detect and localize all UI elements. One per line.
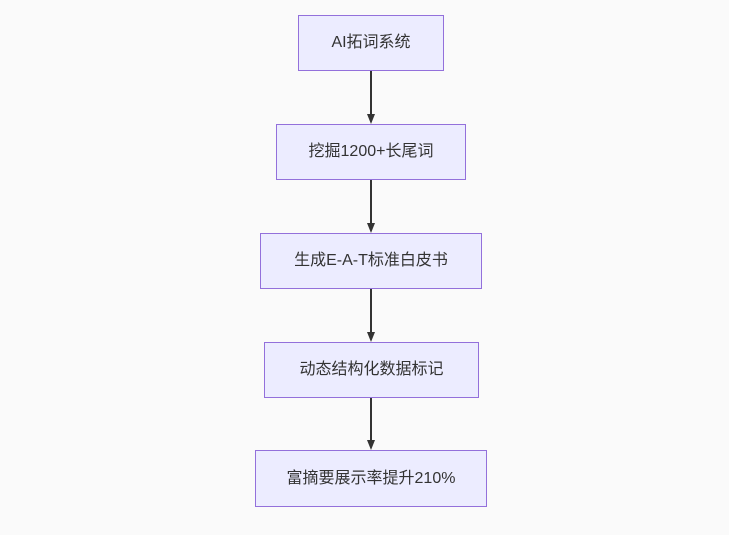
flow-node-3-label: 生成E-A-T标准白皮书 [294,252,448,269]
flow-node-4: 动态结构化数据标记 [264,342,479,398]
arrowhead-down-icon [367,440,375,450]
arrow-line [370,289,372,333]
flow-node-1: AI拓词系统 [298,15,444,71]
flow-node-4-label: 动态结构化数据标记 [299,361,444,378]
flow-node-2: 挖掘1200+长尾词 [276,124,466,180]
flow-arrow-2 [366,180,376,233]
arrow-line [370,71,372,115]
flow-arrow-4 [366,398,376,450]
arrow-line [370,398,372,441]
arrowhead-down-icon [367,223,375,233]
flow-arrow-1 [366,71,376,124]
flow-node-1-label: AI拓词系统 [331,34,411,51]
flow-node-5: 富摘要展示率提升210% [255,450,487,507]
arrowhead-down-icon [367,332,375,342]
flow-node-2-label: 挖掘1200+长尾词 [308,143,434,160]
arrowhead-down-icon [367,114,375,124]
flow-arrow-3 [366,289,376,342]
flow-node-3: 生成E-A-T标准白皮书 [260,233,482,289]
arrow-line [370,180,372,224]
flow-node-5-label: 富摘要展示率提升210% [286,469,456,487]
